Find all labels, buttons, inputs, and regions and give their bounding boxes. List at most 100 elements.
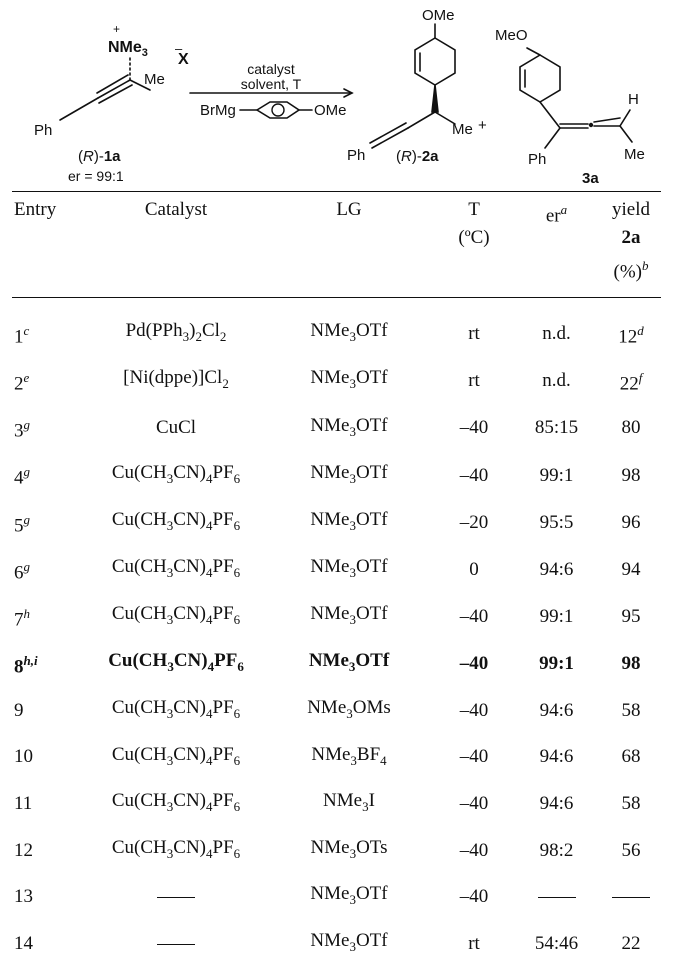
cell-temperature: rt [468, 323, 480, 345]
cell-er: 94:6 [539, 699, 574, 721]
cell-lg: NMe3OTf [310, 367, 388, 392]
cell-lg: NMe3OTf [310, 555, 388, 580]
allene-central-dot [588, 122, 594, 128]
substrate-alkyne-2 [96, 74, 129, 94]
cell-yield: 68 [621, 746, 641, 768]
empty-dash [537, 897, 576, 899]
cell-entry: 14 [14, 932, 33, 954]
cell-catalyst: Cu(CH3CN)4PF6 [111, 461, 241, 486]
empty-dash [612, 897, 650, 899]
cell-er: 94:6 [539, 793, 574, 815]
product-2a-alkyne-2 [369, 122, 407, 144]
header-temperature: T(ºC) [458, 199, 490, 248]
cell-yield: 58 [621, 793, 641, 815]
product-2a-ph-label: Ph [347, 147, 365, 164]
cell-entry: 9 [14, 699, 24, 721]
header-lg: LG [336, 199, 362, 220]
substrate-x-label: X [178, 51, 189, 68]
cell-er: 85:15 [534, 417, 579, 439]
cell-entry: 6g [14, 558, 30, 583]
product-2a-me-label: Me [452, 121, 473, 138]
header-entry: Entry [14, 199, 57, 220]
cell-catalyst: [Ni(dppe)]Cl2 [123, 367, 229, 392]
cell-catalyst: CuCl [155, 417, 197, 439]
cell-lg: NMe3OTf [310, 320, 388, 345]
arrow-catalyst-label: catalyst [247, 61, 295, 77]
cell-yield: 12d [618, 323, 644, 348]
product-2a-ome-label: OMe [422, 7, 455, 24]
cell-temperature: –40 [459, 605, 489, 627]
cell-entry: 10 [14, 746, 33, 768]
cell-lg: NMe3OTf [310, 929, 388, 954]
cell-er: n.d. [542, 370, 571, 392]
table-row: 1c Pd(PPh3)2Cl2 NMe3OTf rt n.d. 12d [12, 311, 663, 358]
arrow-conditions-label: solvent, T [241, 76, 302, 92]
substrate-plus-label: + [113, 22, 120, 36]
cell-entry: 1c [14, 323, 30, 348]
cell-temperature: –40 [459, 699, 489, 721]
substrate-bond-me [129, 79, 151, 91]
cell-yield: 95 [621, 605, 641, 627]
substrate-bond-ph [59, 97, 99, 121]
cell-er: n.d. [542, 323, 571, 345]
cell-entry: 3g [14, 417, 30, 442]
cell-entry: 13 [14, 886, 33, 908]
product-2a-alkyne-1 [371, 127, 409, 149]
product-2a-ring [414, 37, 456, 86]
cell-lg: NMe3BF4 [311, 743, 387, 768]
substrate-er-label: er = 99:1 [68, 168, 124, 184]
grignard-ring-circle [271, 103, 285, 117]
empty-dash [157, 944, 195, 945]
cell-temperature: rt [468, 932, 480, 954]
cell-catalyst: Cu(CH3CN)4PF6 [108, 650, 244, 674]
substrate-me-label: Me [144, 71, 165, 88]
allene-compound-label: 3a [582, 170, 599, 187]
allene-ph-label: Ph [528, 151, 546, 168]
cell-yield: 22 [621, 932, 641, 954]
cell-temperature: –40 [459, 653, 489, 675]
header-er: era [545, 202, 568, 227]
table-row: 14 NMe3OTf rt 54:46 22 [12, 921, 663, 968]
cell-er [514, 874, 599, 921]
allene-bond-c [539, 101, 561, 129]
cell-lg: NMe3OMs [307, 697, 391, 721]
allene-bond-me [619, 125, 633, 143]
cell-lg: NMe3OTf [310, 883, 388, 908]
cell-yield: 22f [619, 370, 643, 395]
allene-me-label: Me [624, 146, 645, 163]
cell-catalyst: Cu(CH3CN)4PF6 [111, 697, 241, 721]
header-catalyst: Catalyst [144, 199, 208, 220]
grignard-ome-label: OMe [314, 102, 347, 119]
product-2a-alkyne-bond [407, 111, 436, 129]
cell-catalyst: Pd(PPh3)2Cl2 [125, 320, 227, 345]
reaction-scheme: + NMe3 – X Me Ph (R)-1a er = 99:1 cataly… [0, 0, 673, 292]
cell-lg: NMe3OTf [310, 414, 388, 439]
cell-yield: 94 [621, 558, 641, 580]
product-2a-compound-label: (R)-2a [396, 148, 439, 165]
cell-catalyst: Cu(CH3CN)4PF6 [111, 555, 241, 580]
substrate-minus-label: – [175, 41, 183, 56]
cell-er: 95:5 [539, 511, 574, 533]
cell-temperature: –40 [459, 793, 489, 815]
cell-lg: NMe3OTf [308, 650, 390, 674]
cell-yield [599, 874, 663, 921]
allene-bond-h [619, 109, 631, 127]
allene-ring [519, 54, 561, 103]
cell-catalyst: Cu(CH3CN)4PF6 [111, 790, 241, 814]
cell-er: 54:46 [534, 932, 579, 954]
cell-catalyst [88, 921, 264, 968]
cell-entry: 5g [14, 511, 30, 536]
cell-temperature: –40 [459, 746, 489, 768]
cell-entry: 11 [14, 793, 33, 815]
